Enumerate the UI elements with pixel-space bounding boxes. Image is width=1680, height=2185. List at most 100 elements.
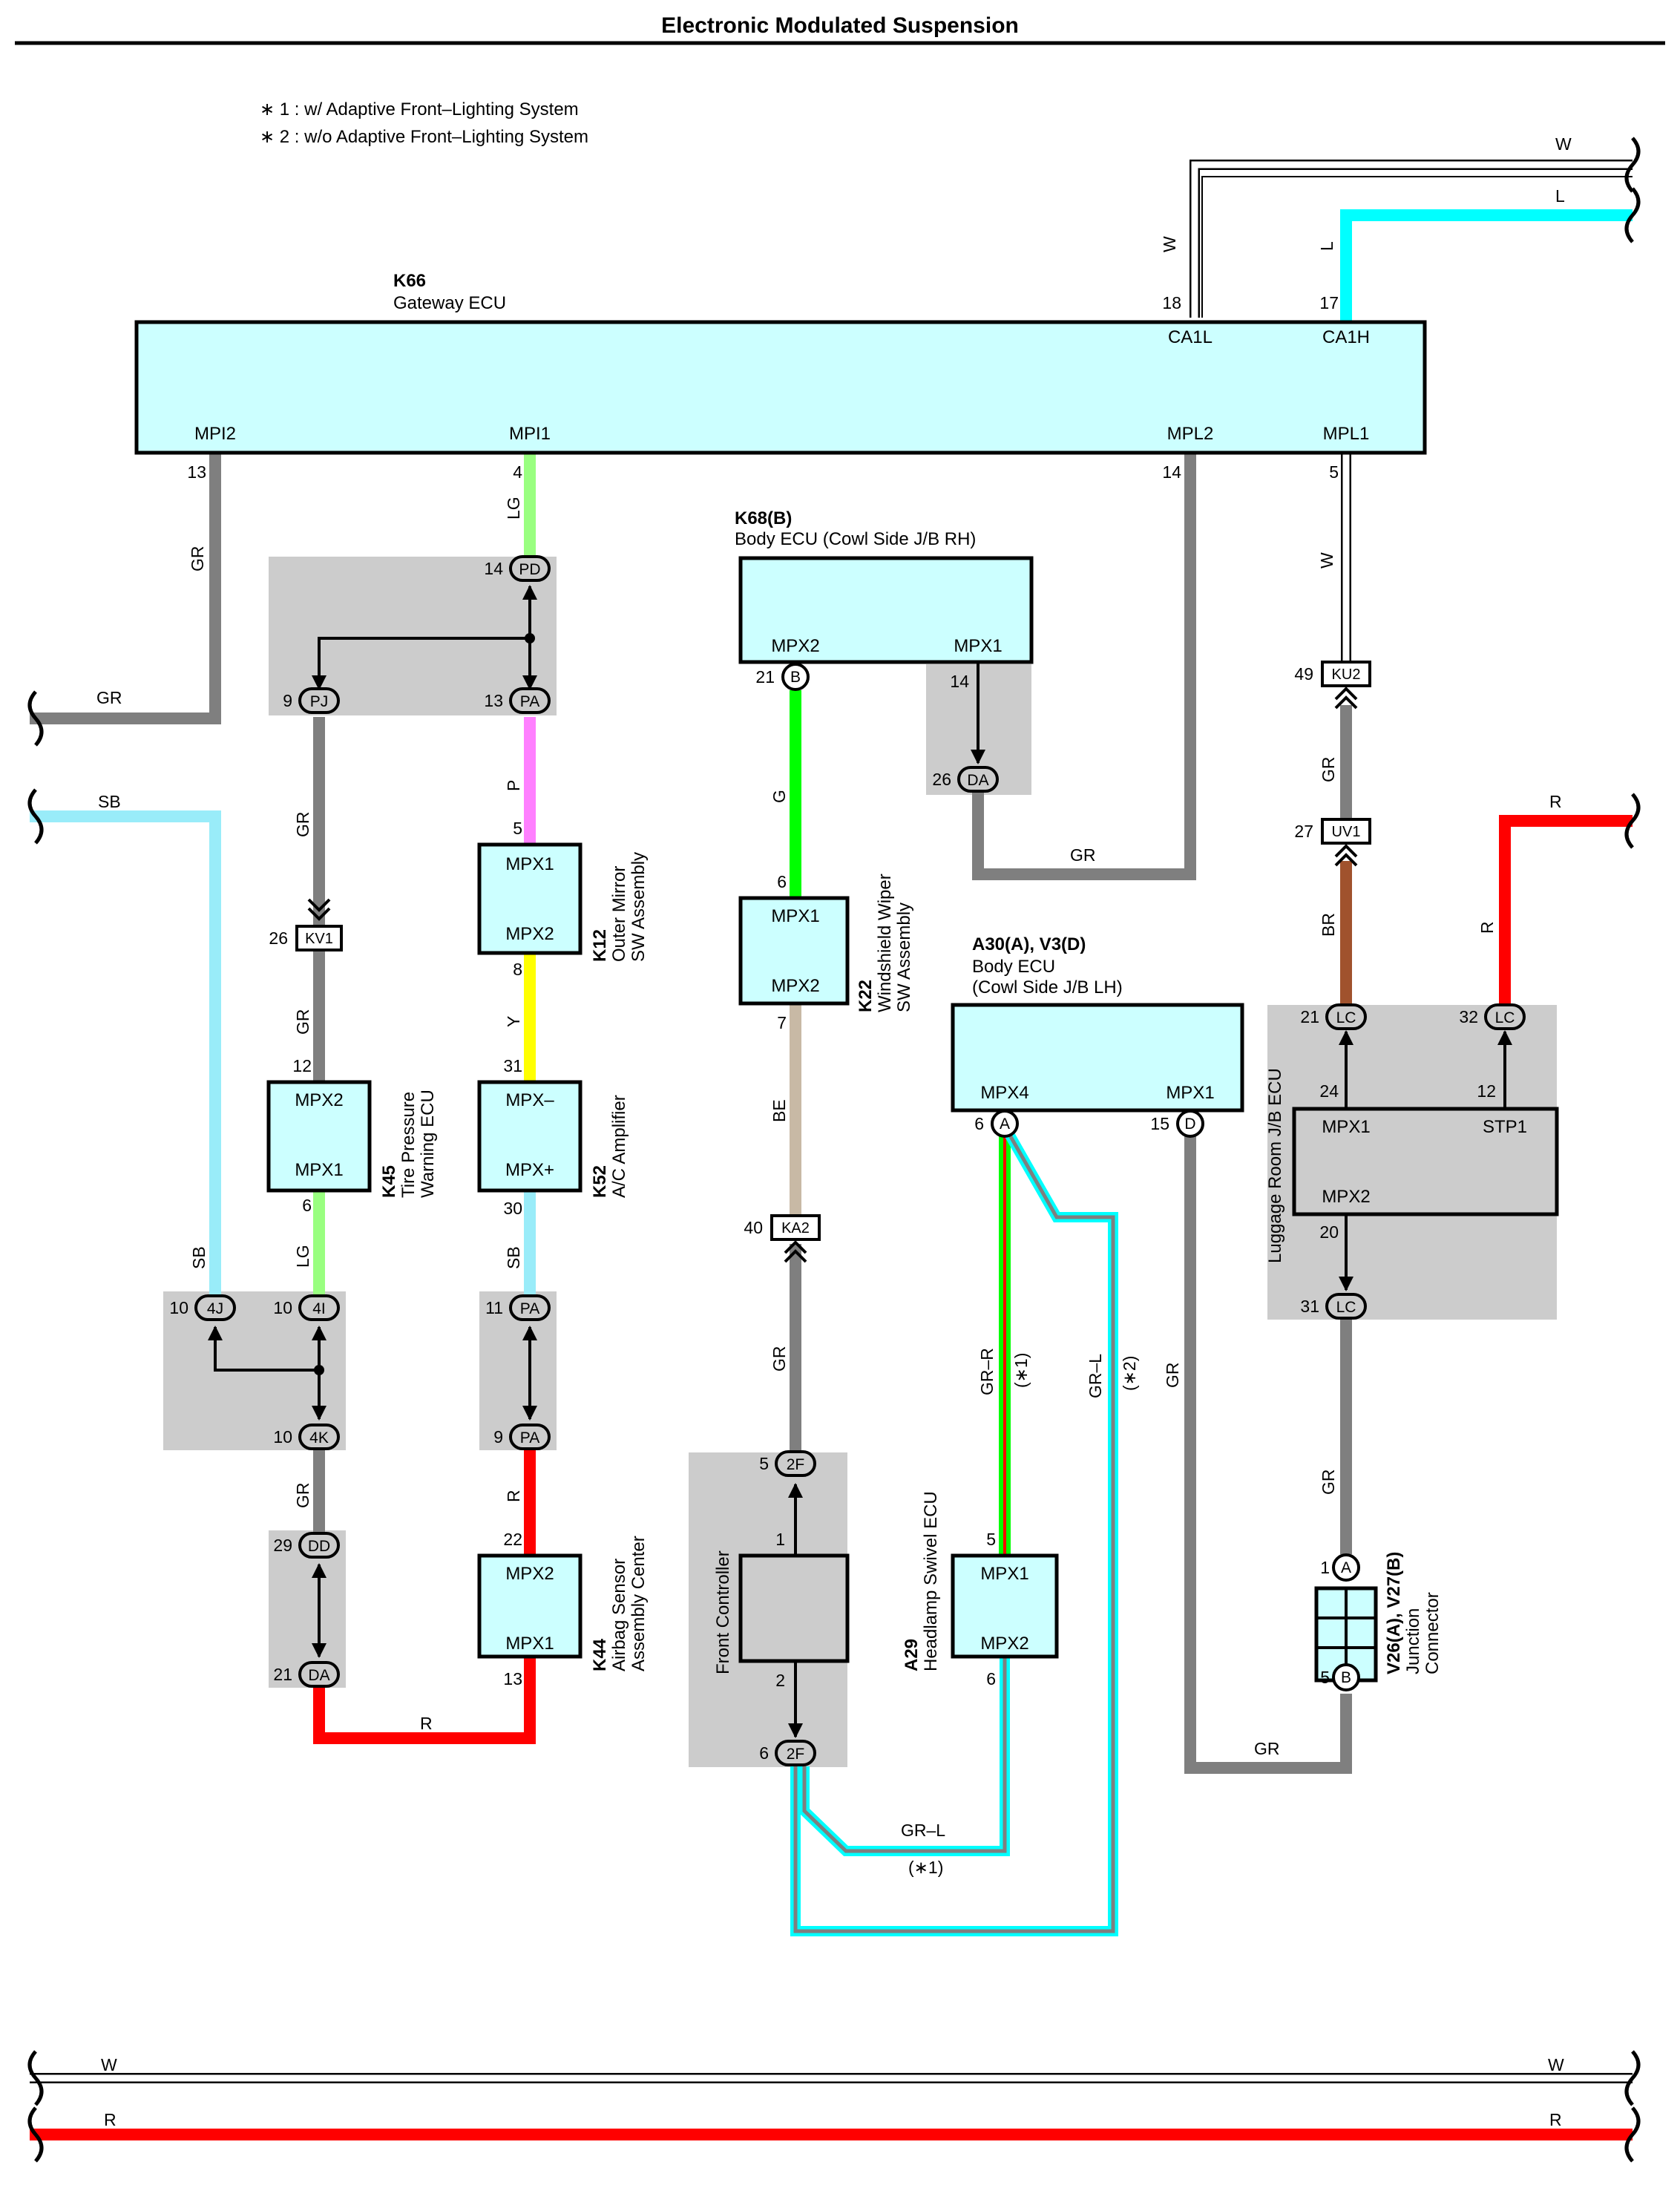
conn-da-top-label: DA [967, 772, 988, 789]
junction-connector-id: V26(A), V27(B) [1384, 1552, 1404, 1674]
conn-kv1-pin: 26 [269, 928, 288, 948]
conn-lc21-label: LC [1336, 1009, 1356, 1026]
conn-pa9-pin: 9 [493, 1427, 503, 1447]
outer-mirror-sw-id: K12 [590, 929, 610, 962]
headlamp-swivel-port-mpx2: MPX2 [980, 1634, 1028, 1654]
conn-4k-pin: 10 [273, 1427, 292, 1447]
wire-gr-l-1-core [802, 1657, 1007, 1853]
tire-pressure-ecu-port-mpx2: MPX2 [295, 1090, 343, 1110]
wire-sb-left [30, 810, 221, 1296]
body-ecu-lh-badge-a [991, 1110, 1019, 1138]
body-ecu-rh-port-mpx1: MPX1 [954, 636, 1002, 656]
conn-uv1-pin: 27 [1294, 822, 1313, 841]
wire-label-r-bot-l: R [104, 2110, 117, 2129]
luggage-jb-port-mpx2: MPX2 [1322, 1187, 1370, 1207]
wiper-sw-id: K22 [856, 980, 876, 1012]
wire-label-w-top: W [1555, 134, 1572, 154]
jb-4-link-left [208, 1326, 319, 1372]
gateway-pin-17: 17 [1319, 293, 1339, 312]
wire-label-r-bottom: R [420, 1714, 433, 1733]
conn-2f5-pin: 5 [759, 1454, 769, 1473]
note-2: ∗ 2 : w/o Adaptive Front–Lighting System [260, 127, 588, 147]
wire-label-sb-left: SB [98, 792, 121, 811]
wire-w-top-inner [1191, 161, 1633, 318]
airbag-sensor-port-mpx1: MPX1 [505, 1634, 554, 1654]
body-ecu-lh-badge-d [1176, 1110, 1204, 1138]
body-ecu-lh-badge-a-label: A [1000, 1116, 1010, 1133]
conn-pa11-pin: 11 [485, 1298, 503, 1317]
luggage-jb-pin-12: 12 [1477, 1081, 1496, 1101]
conn-2f5: 2F 5 [759, 1450, 816, 1477]
body-ecu-lh-badge-d-label: D [1184, 1116, 1195, 1133]
wire-r-loop [313, 1657, 536, 1744]
wire-label-gr-ku2: GR [1319, 757, 1338, 783]
headlamp-swivel-pin-5: 5 [986, 1530, 996, 1549]
break-bottom-left-w [27, 2050, 44, 2106]
conn-4i-label: 4I [312, 1300, 326, 1317]
break-right-l [1624, 187, 1641, 243]
body-ecu-rh-badge-b-label: B [790, 669, 801, 686]
wire-label-gr-mpi2: GR [188, 546, 207, 572]
headlamp-swivel-id: A29 [902, 1639, 922, 1671]
wire-label-be: BE [770, 1099, 789, 1122]
wiper-sw-pin-6: 6 [777, 872, 787, 891]
conn-pa9: PA 9 [493, 1424, 551, 1450]
wire-r-right [1499, 815, 1633, 1009]
gateway-port-mpl2: MPL2 [1167, 424, 1214, 444]
wire-label-br: BR [1319, 913, 1338, 937]
jb-pd-node [525, 633, 535, 643]
wire-label-r-lc: R [1477, 921, 1497, 934]
gateway-pin-5: 5 [1329, 462, 1339, 482]
wire-w-top-2 [1201, 176, 1633, 318]
luggage-jb-port-mpx1: MPX1 [1322, 1117, 1370, 1137]
wire-label-gr-r: GR–R [977, 1348, 997, 1395]
wiper-sw-port-mpx1: MPX1 [771, 906, 819, 926]
gateway-port-mpi2: MPI2 [194, 424, 236, 444]
wire-label-gr-l-bottom: GR–L [901, 1821, 945, 1840]
conn-4k: 4K 10 [273, 1424, 340, 1450]
break-right-r [1624, 793, 1641, 849]
tire-pressure-ecu-id: K45 [379, 1165, 399, 1198]
body-ecu-rh-id: K68(B) [735, 508, 792, 528]
conn-2f5-label: 2F [787, 1456, 805, 1473]
junction-connector-badge-b-label: B [1341, 1669, 1351, 1686]
wire-label-gr-kv1: GR [293, 1009, 312, 1035]
junction-connector-name1: Junction [1403, 1608, 1423, 1674]
outer-mirror-sw-name1: Outer Mirror [609, 866, 629, 962]
conn-kv1-label: KV1 [305, 931, 333, 947]
conn-lc31: LC 31 [1300, 1293, 1367, 1320]
break-right-w [1624, 137, 1641, 193]
conn-pa9-label: PA [520, 1429, 539, 1447]
headlamp-swivel-box [951, 1553, 1059, 1659]
conn-2f6-pin: 6 [759, 1743, 769, 1763]
wire-label-lg-mpi1: LG [504, 497, 523, 520]
break-bottom-left-r [27, 2106, 44, 2163]
conn-4k-label: 4K [309, 1429, 329, 1447]
body-ecu-rh-box [738, 556, 1034, 664]
headlamp-swivel-name1: Headlamp Swivel ECU [921, 1491, 941, 1671]
conn-ka2: KA2 40 [744, 1214, 821, 1263]
wire-label-sb-k52: SB [504, 1246, 523, 1269]
conn-lc31-label: LC [1336, 1299, 1356, 1316]
junction-connector-name2: Connector [1423, 1592, 1443, 1674]
airbag-sensor-box [477, 1553, 583, 1659]
wire-w-top [1190, 160, 1633, 318]
wiper-sw-pin-7: 7 [777, 1013, 787, 1032]
conn-da21-label: DA [308, 1667, 329, 1684]
wire-label-w-bot-r: W [1548, 2055, 1564, 2074]
wiper-sw-name1: Windshield Wiper [875, 874, 895, 1012]
outer-mirror-sw-pin-8: 8 [513, 960, 522, 979]
conn-pa-top: PA 13 [484, 687, 551, 714]
wire-label-l-k66: L [1317, 241, 1336, 251]
wire-label-r-bot-r: R [1549, 2110, 1562, 2129]
conn-4i: 4I 10 [273, 1294, 340, 1321]
conn-pj-pin: 9 [283, 691, 292, 710]
wire-gr-d [1184, 1136, 1352, 1774]
front-controller-name: Front Controller [713, 1550, 733, 1674]
conn-uv1: UV1 27 [1294, 818, 1371, 867]
wire-gr-mpi2 [30, 453, 221, 724]
wire-label-w-k66: W [1160, 236, 1179, 252]
body-ecu-lh-name2: (Cowl Side J/B LH) [972, 977, 1123, 998]
tire-pressure-ecu-pin-12: 12 [292, 1056, 312, 1075]
